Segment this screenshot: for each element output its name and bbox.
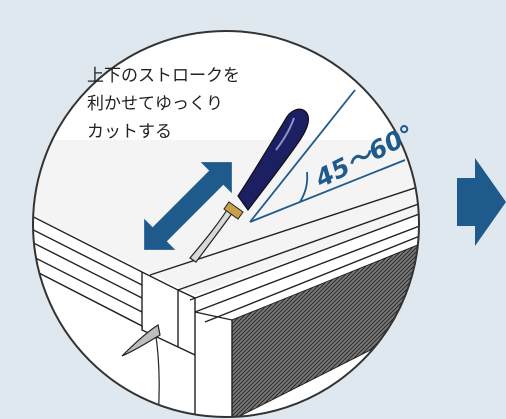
board-scene	[33, 140, 419, 417]
instruction-line-1: 上下のストロークを	[87, 66, 240, 86]
angle-indicator	[249, 89, 406, 223]
instruction-line-2: 利かせてゆっくり	[87, 94, 223, 114]
blade-tip-icon	[121, 324, 161, 357]
next-step-arrow-icon	[457, 158, 506, 246]
knife-icon	[189, 108, 310, 263]
magnifier-outline	[32, 30, 420, 418]
stroke-direction-arrow-icon	[144, 162, 232, 250]
board-top-surface	[33, 140, 419, 295]
instruction-text: 上下のストロークを 利かせてゆっくり カットする	[87, 62, 297, 146]
board-layers-right	[149, 182, 419, 323]
instruction-line-3: カットする	[87, 122, 172, 142]
